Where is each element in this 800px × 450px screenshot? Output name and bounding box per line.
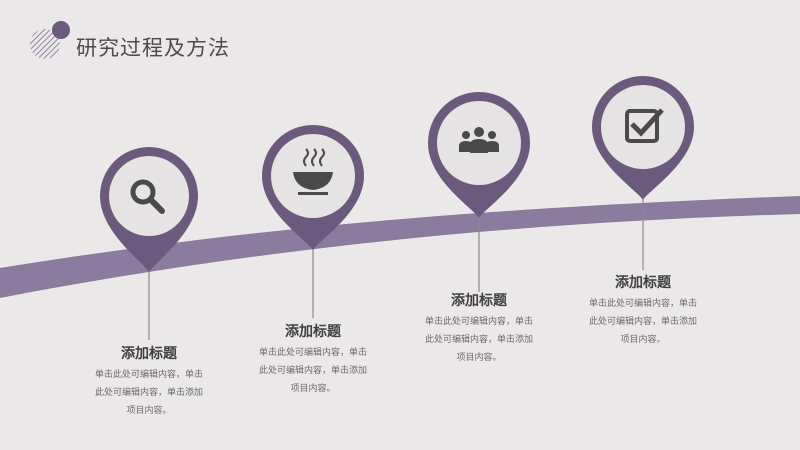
step-4-heading: 添加标题 [615, 275, 671, 291]
logo-icon [30, 21, 70, 59]
step-1-desc-line: 单击此处可编辑内容，单击 [94, 370, 203, 380]
step-2-heading: 添加标题 [285, 324, 341, 340]
step-4-desc-line: 此处可编辑内容，单击添加 [588, 317, 697, 327]
step-4-desc-line: 项目内容。 [620, 335, 666, 345]
pin-4 [592, 76, 694, 270]
step-1-heading: 添加标题 [121, 346, 177, 362]
step-2-desc: 单击此处可编辑内容，单击 此处可编辑内容，单击添加 项目内容。 [248, 344, 378, 398]
step-3-heading: 添加标题 [451, 293, 507, 309]
step-3-desc-line: 单击此处可编辑内容，单击 [424, 317, 533, 327]
step-2-desc-line: 单击此处可编辑内容，单击 [258, 348, 367, 358]
pin-3 [428, 92, 530, 292]
step-2-desc-line: 项目内容。 [290, 384, 336, 394]
team-icon [459, 127, 499, 153]
checkbox-icon [625, 108, 664, 143]
timeline-band [0, 196, 800, 298]
step-4-desc-line: 单击此处可编辑内容，单击 [588, 299, 697, 309]
bowl-icon [293, 148, 333, 195]
pin-2 [262, 125, 364, 318]
step-3-desc-line: 此处可编辑内容，单击添加 [424, 335, 533, 345]
step-2-desc-line: 此处可编辑内容，单击添加 [258, 366, 367, 376]
step-1-desc-line: 此处可编辑内容，单击添加 [94, 388, 203, 398]
page-title: 研究过程及方法 [76, 36, 230, 60]
magnifier-icon [130, 179, 165, 214]
step-3-desc: 单击此处可编辑内容，单击 此处可编辑内容，单击添加 项目内容。 [414, 313, 544, 367]
pin-1 [100, 147, 198, 340]
step-1-desc: 单击此处可编辑内容，单击 此处可编辑内容，单击添加 项目内容。 [84, 366, 214, 420]
step-4-desc: 单击此处可编辑内容，单击 此处可编辑内容，单击添加 项目内容。 [578, 295, 708, 349]
step-1-desc-line: 项目内容。 [126, 406, 172, 416]
step-3-desc-line: 项目内容。 [456, 353, 502, 363]
